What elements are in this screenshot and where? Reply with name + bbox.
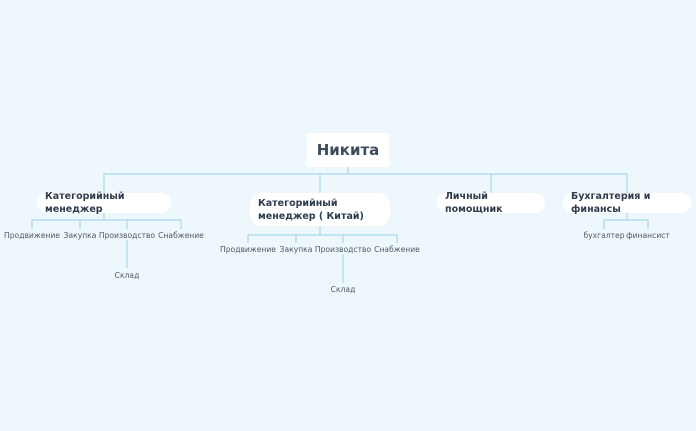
connector-branch2-children [247,226,398,283]
leaf-production[interactable]: Производство [314,245,372,254]
leaf-purchasing[interactable]: Закупка [63,231,97,240]
leaf-warehouse[interactable]: Склад [330,285,356,294]
leaf-warehouse[interactable]: Склад [114,271,140,280]
leaf-promotion[interactable]: Продвижение [4,231,60,240]
branch-category-manager-china[interactable]: Категорийный менеджер ( Китай) [250,193,390,226]
leaf-promotion[interactable]: Продвижение [220,245,276,254]
leaf-purchasing[interactable]: Закупка [279,245,313,254]
branch-category-manager[interactable]: Категорийный менеджер [37,191,171,215]
leaf-production[interactable]: Производство [98,231,156,240]
branch-accounting-finance[interactable]: Бухгалтерия и финансы [563,191,691,215]
connector-root-to-branches [103,167,628,193]
leaf-financier[interactable]: финансист [626,231,670,240]
connector-branch4-children [603,212,649,229]
root-node[interactable]: Никита [307,133,389,167]
leaf-supply[interactable]: Снабжение [374,245,420,254]
leaf-accountant[interactable]: бухгалтер [583,231,625,240]
leaf-supply[interactable]: Снабжение [158,231,204,240]
branch-personal-assistant[interactable]: Личный помощник [437,191,545,215]
connector-branch1-children [31,212,182,268]
